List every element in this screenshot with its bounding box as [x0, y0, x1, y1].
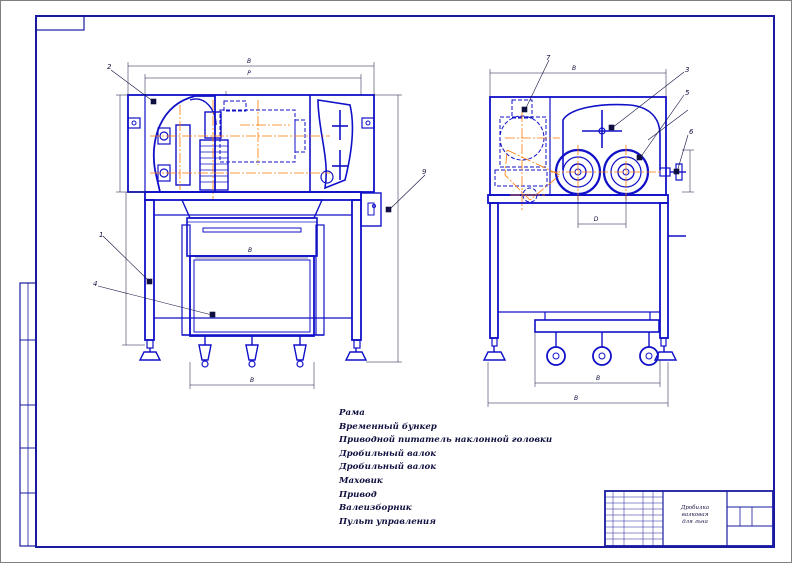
callout-4-text: 4: [93, 280, 97, 288]
legend-item: Дробильный валок: [339, 462, 437, 473]
dim-front-overall: В: [247, 58, 251, 65]
callout-6-text: 6: [689, 128, 694, 136]
callout-2-text: 2: [107, 63, 112, 71]
side-view: В D В В 7 3 5 6: [482, 54, 694, 407]
dim-front-bunker: В: [248, 247, 252, 254]
title-block-name-line2: для льна: [682, 519, 708, 525]
callout-5-text: 5: [685, 89, 690, 97]
right-guard: [317, 99, 354, 190]
title-block-name: Дробилка валковая для льна: [668, 505, 722, 526]
callout-4: 4: [93, 280, 97, 288]
dim-front-overall-text: В: [247, 58, 251, 65]
callout-6: 6: [689, 128, 694, 136]
dim-side-roll-gap-text: D: [594, 216, 599, 223]
callout-7-text: 7: [546, 54, 551, 62]
dim-front-inner: Р: [247, 70, 251, 77]
dim-side-top: В: [572, 65, 576, 72]
dim-front-inner-text: Р: [247, 70, 251, 77]
drawing-frame: [19, 15, 775, 548]
callout-1: 1: [99, 231, 103, 239]
legend-item: Валеизборник: [339, 503, 412, 514]
title-block: [604, 490, 774, 547]
callout-9-text: 9: [422, 168, 427, 176]
legend-item: Дробильный валок: [339, 448, 437, 459]
legend-item: Приводной питатель наклонной головки: [339, 435, 553, 446]
callout-1-text: 1: [99, 231, 103, 239]
callout-3: 3: [685, 66, 689, 74]
callout-7: 7: [546, 54, 551, 62]
dim-side-base: В: [596, 375, 600, 382]
dim-front-bottom-text: В: [250, 377, 254, 384]
legend-item: Временный бункер: [339, 421, 437, 432]
dim-side-roll-gap: D: [594, 216, 599, 223]
callout-9: 9: [422, 168, 427, 176]
legend-item: Привод: [339, 489, 377, 500]
parts-legend: Рама Временный бункер Приводной питатель…: [339, 407, 553, 529]
legend-item: Рама: [339, 408, 365, 418]
callout-5: 5: [685, 89, 690, 97]
dim-front-bunker-text: В: [248, 247, 252, 254]
dim-side-bottom-text: В: [574, 395, 578, 402]
control-panel: [360, 192, 382, 227]
front-view: В Р В В 2 1 4 9: [93, 58, 427, 389]
legend-item: Маховик: [339, 475, 383, 486]
title-block-name-line1: Дробилка валковая: [680, 505, 710, 518]
legend-item: Пульт управления: [339, 516, 437, 527]
dim-side-top-text: В: [572, 65, 576, 72]
dim-side-base-text: В: [596, 375, 600, 382]
callout-2: 2: [107, 63, 112, 71]
callout-3-text: 3: [685, 66, 689, 74]
dim-front-bottom: В: [250, 377, 254, 384]
dim-side-bottom: В: [574, 395, 578, 402]
